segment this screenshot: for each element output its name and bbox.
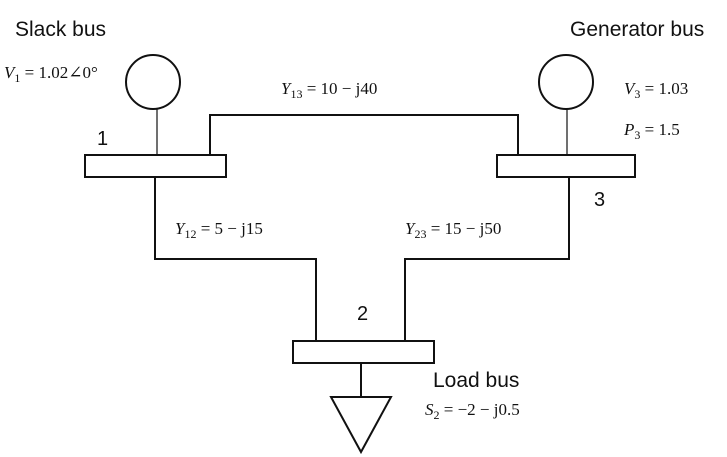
line-1-3 [209, 114, 519, 155]
load-triangle-icon [329, 396, 393, 455]
generator-icon [538, 54, 594, 110]
bus-bar-2 [292, 340, 435, 364]
bus-1-number: 1 [97, 128, 108, 150]
slack-bus-title: Slack bus [15, 18, 106, 41]
slack-voltage-label: V1 = 1.02∠0° [4, 63, 98, 85]
bus-bar-1 [84, 154, 227, 178]
generator-bus-title: Generator bus [570, 18, 704, 41]
load-bus-title: Load bus [433, 369, 519, 392]
slack-generator-icon [125, 54, 181, 110]
bus-bar-3 [496, 154, 636, 178]
generator-power-label: P3 = 1.5 [623, 120, 680, 142]
bus-2-number: 2 [357, 303, 368, 325]
line-23-admittance-label: Y23 = 15 − j50 [405, 219, 501, 241]
load-power-label: S2 = −2 − j0.5 [425, 400, 520, 422]
line-12-admittance-label: Y12 = 5 − j15 [175, 219, 263, 241]
line-2-3 [404, 177, 570, 341]
bus-3-number: 3 [594, 189, 605, 211]
line-13-admittance-label: Y13 = 10 − j40 [281, 79, 377, 101]
generator-voltage-label: V3 = 1.03 [624, 79, 688, 101]
line-1-2 [154, 177, 317, 341]
